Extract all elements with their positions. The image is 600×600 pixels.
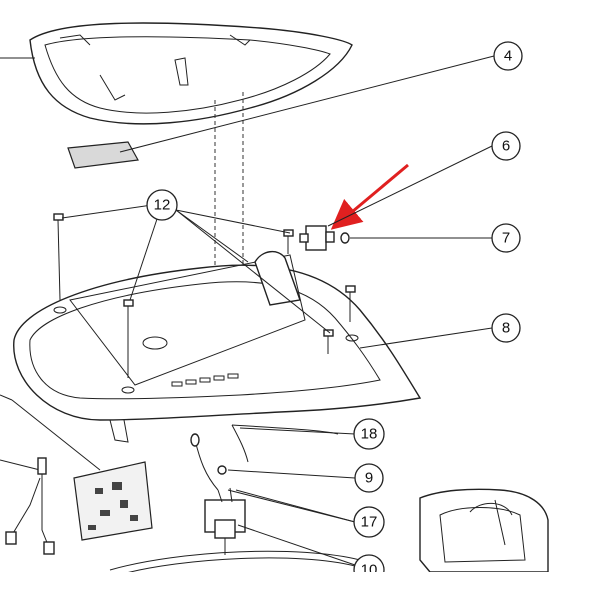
base-frame — [0, 251, 422, 443]
callout-6: 6 — [491, 131, 521, 161]
callout-9: 9 — [354, 463, 384, 493]
switch-component — [299, 225, 350, 251]
callout-17: 17 — [353, 506, 385, 538]
callout-label: 7 — [502, 230, 510, 247]
side-housing — [419, 488, 549, 573]
wire-harness — [190, 424, 339, 491]
top-cover-housing — [0, 22, 353, 125]
callout-12: 12 — [146, 189, 178, 221]
callout-label: 6 — [502, 138, 510, 155]
callout-18: 18 — [353, 418, 385, 450]
rocker-switch — [204, 487, 246, 555]
callout-label: 18 — [361, 426, 378, 443]
crop-band — [0, 572, 600, 600]
callout-label: 8 — [502, 320, 510, 337]
callout-7: 7 — [491, 223, 521, 253]
callout-label: 12 — [154, 197, 171, 214]
circuit-board — [73, 461, 153, 541]
red-arrow — [330, 163, 409, 230]
left-wires — [0, 457, 55, 555]
callout-label: 17 — [361, 514, 378, 531]
leader-lines — [11, 55, 495, 566]
vent-slots — [171, 373, 239, 387]
callout-8: 8 — [491, 313, 521, 343]
callout-4: 4 — [493, 41, 523, 71]
label-pad — [67, 141, 139, 169]
callout-label: 9 — [365, 470, 373, 487]
callout-label: 4 — [504, 48, 512, 65]
